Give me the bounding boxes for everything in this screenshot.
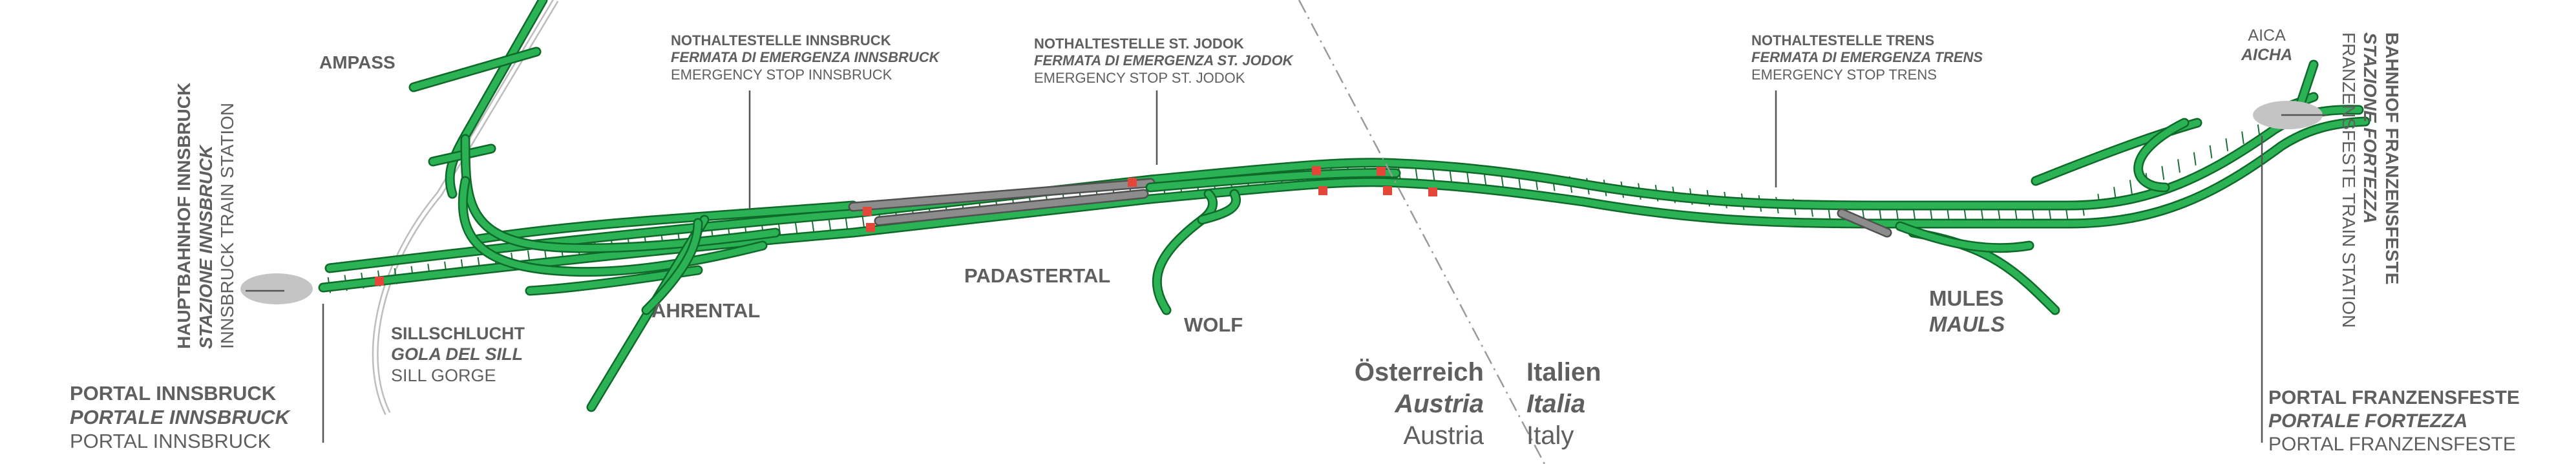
aica-it-name: AICA xyxy=(2248,26,2286,45)
portal-franzensfeste-en: PORTAL FRANZENSFESTE xyxy=(2268,434,2516,455)
mules-de-name: MAULS xyxy=(1929,311,2005,336)
place-wolf: WOLF xyxy=(1184,313,1243,336)
red-markers xyxy=(375,166,1437,286)
red-marker xyxy=(1377,167,1386,176)
mules-it-name: MULES xyxy=(1929,286,2004,310)
aica-de-name: AICHA xyxy=(2241,46,2293,64)
red-marker xyxy=(1428,187,1437,196)
emergency-innsbruck-label: NOTHALTESTELLE INNSBRUCK FERMATA DI EMER… xyxy=(671,32,940,83)
red-marker xyxy=(866,223,875,232)
place-ahrental: AHRENTAL xyxy=(651,299,761,322)
emergency-innsbruck-it: FERMATA DI EMERGENZA INNSBRUCK xyxy=(671,49,940,66)
sill-gorge-it: GOLA DEL SILL xyxy=(391,344,523,364)
station-franzensfeste-label: BAHNHOF FRANZENSFESTE STAZIONE FORTEZZA … xyxy=(2338,32,2403,328)
portal-franzensfeste-label: PORTAL FRANZENSFESTE PORTALE FORTEZZA PO… xyxy=(2268,386,2520,456)
aica-label: AICA AICHA xyxy=(2241,26,2292,65)
italy-de: Italien xyxy=(1526,358,1601,386)
emergency-jodok-it: FERMATA DI EMERGENZA ST. JODOK xyxy=(1034,52,1293,69)
place-ampass: AMPASS xyxy=(319,52,396,72)
austria-de: Österreich xyxy=(1354,358,1484,386)
ahrental-access-tunnel xyxy=(586,215,710,412)
italy-en: Italy xyxy=(1526,421,1574,450)
red-marker xyxy=(863,207,872,216)
access-tunnel-north xyxy=(408,0,548,199)
station-franzensfeste-it: STAZIONE FORTEZZA xyxy=(2360,32,2381,224)
emergency-innsbruck-de: NOTHALTESTELLE INNSBRUCK xyxy=(671,32,891,48)
sill-gorge-de: SILLSCHLUCHT xyxy=(391,324,525,343)
portal-franzensfeste-it: PORTALE FORTEZZA xyxy=(2268,410,2468,432)
red-marker xyxy=(1318,186,1327,195)
portal-innsbruck-marker xyxy=(240,273,313,304)
sill-gorge-line-inner xyxy=(374,0,558,415)
border-italy-label: Italien Italia Italy xyxy=(1526,357,1601,451)
mules-label: MULES MAULS xyxy=(1929,286,2005,337)
emergency-trens-en: EMERGENCY STOP TRENS xyxy=(1751,66,1937,83)
exploratory-tunnel xyxy=(473,167,1892,244)
station-innsbruck-label: HAUPTBAHNHOF INNSBRUCK STAZIONE INNSBRUC… xyxy=(173,83,238,349)
emergency-trens-de: NOTHALTESTELLE TRENS xyxy=(1751,32,1935,48)
emergency-innsbruck-en: EMERGENCY STOP INNSBRUCK xyxy=(671,66,892,83)
border-austria-label: Österreich Austria Austria xyxy=(1355,357,1484,451)
sill-gorge-label: SILLSCHLUCHT GOLA DEL SILL SILL GORGE xyxy=(391,323,525,386)
portal-innsbruck-label: PORTAL INNSBRUCK PORTALE INNSBRUCK PORTA… xyxy=(70,381,290,454)
place-padastertal: PADASTERTAL xyxy=(964,264,1111,287)
emergency-trens-label: NOTHALTESTELLE TRENS FERMATA DI EMERGENZ… xyxy=(1751,32,1983,83)
portal-innsbruck-it: PORTALE INNSBRUCK xyxy=(70,406,290,429)
red-marker xyxy=(1312,166,1321,175)
main-tube-south xyxy=(318,116,2370,293)
station-innsbruck-de: HAUPTBAHNHOF INNSBRUCK xyxy=(174,82,194,349)
station-franzensfeste-en: FRANZENSFESTE TRAIN STATION xyxy=(2338,32,2359,328)
portal-franzensfeste-de: PORTAL FRANZENSFESTE xyxy=(2268,387,2520,408)
border-line xyxy=(1298,0,1546,464)
sill-gorge-en: SILL GORGE xyxy=(391,365,496,385)
station-innsbruck-en: INNSBRUCK TRAIN STATION xyxy=(217,102,238,349)
portal-innsbruck-de: PORTAL INNSBRUCK xyxy=(70,382,277,405)
station-franzensfeste-de: BAHNHOF FRANZENSFESTE xyxy=(2382,32,2402,285)
italy-it: Italia xyxy=(1526,389,1586,418)
emergency-trens-it: FERMATA DI EMERGENZA TRENS xyxy=(1751,49,1983,66)
wolf-access-tunnel xyxy=(1152,189,1241,315)
main-tube-north xyxy=(324,105,2364,273)
emergency-jodok-de: NOTHALTESTELLE ST. JODOK xyxy=(1034,36,1244,52)
portal-innsbruck-en: PORTAL INNSBRUCK xyxy=(70,430,271,453)
red-marker xyxy=(375,277,384,286)
austria-en: Austria xyxy=(1403,421,1484,450)
red-marker xyxy=(1383,186,1392,195)
station-innsbruck-it: STAZIONE INNSBRUCK xyxy=(195,145,216,349)
emergency-jodok-label: NOTHALTESTELLE ST. JODOK FERMATA DI EMER… xyxy=(1034,36,1293,87)
red-marker xyxy=(1128,178,1137,187)
emergency-jodok-en: EMERGENCY STOP ST. JODOK xyxy=(1034,69,1245,86)
austria-it: Austria xyxy=(1395,389,1484,418)
mules-access-tunnel xyxy=(1895,221,2060,315)
